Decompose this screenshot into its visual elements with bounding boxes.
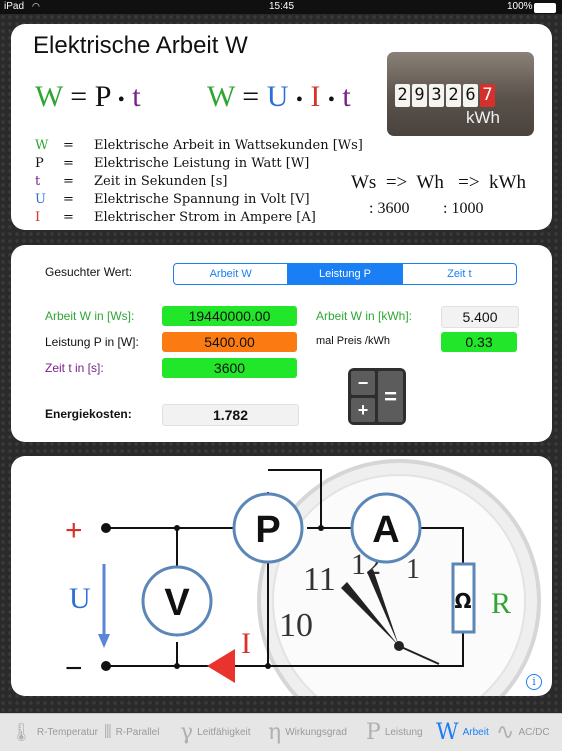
plus-icon: + xyxy=(351,398,375,422)
circuit-card: 10 11 12 1 P xyxy=(11,456,552,696)
work-ws-field[interactable]: 19440000.00 xyxy=(162,306,297,326)
work-kwh-value: 5.400 xyxy=(441,306,519,328)
voltage-label: U xyxy=(69,582,91,615)
svg-text:11: 11 xyxy=(303,561,336,598)
formula-w-pt: W = P • t xyxy=(35,80,141,113)
price-label: mal Preis /kWh xyxy=(316,335,390,347)
work-ws-label: Arbeit W in [Ws]: xyxy=(45,309,135,323)
energy-meter-photo: 2 9 3 2 6 7 kWh xyxy=(387,52,534,136)
plus-terminal: + xyxy=(65,514,83,547)
battery-icon xyxy=(534,3,556,13)
clock-illustration: 10 11 12 1 xyxy=(257,459,541,696)
svg-text:P: P xyxy=(255,509,280,551)
page-title: Elektrische Arbeit W xyxy=(33,32,248,59)
equals-icon: = xyxy=(378,371,403,422)
formula-w-uit: W = U • I • t xyxy=(207,80,351,113)
gamma-icon: γ xyxy=(180,720,194,745)
conversion-divisor-3600: : 3600 xyxy=(369,200,410,217)
search-value-label: Gesuchter Wert: xyxy=(45,265,133,279)
current-label: I xyxy=(241,627,251,660)
power-icon: P xyxy=(366,720,381,745)
current-arrow xyxy=(207,649,235,683)
clock-time: 15:45 xyxy=(269,1,295,12)
device-name: iPad xyxy=(4,1,25,12)
circuit-diagram: 10 11 12 1 P xyxy=(65,459,541,696)
work-icon: W xyxy=(436,720,459,745)
tab-r-parallel[interactable]: ⫴ R-Parallel xyxy=(104,722,160,743)
tab-arbeit[interactable]: W Arbeit xyxy=(436,720,489,745)
thermometer-icon: 🌡 xyxy=(10,722,33,743)
info-icon[interactable]: i xyxy=(526,674,542,690)
conversion-divisor-1000: : 1000 xyxy=(443,200,484,217)
tab-ac-dc[interactable]: ∿ AC/DC xyxy=(496,720,550,745)
ammeter-symbol: A xyxy=(350,492,422,564)
formula-card: Elektrische Arbeit W W = P • t W = U • I… xyxy=(11,24,552,230)
segment-zeit[interactable]: Zeit t xyxy=(401,264,516,284)
wifi-icon: ◠ xyxy=(32,1,40,11)
tab-bar: 🌡 R-Temperatur ⫴ R-Parallel γ Leitfähigk… xyxy=(0,713,562,751)
search-value-segmented-control[interactable]: Arbeit W Leistung P Zeit t xyxy=(173,263,517,285)
tab-leitfaehigkeit[interactable]: γ Leitfähigkeit xyxy=(180,720,251,745)
resistance-label: R xyxy=(491,587,511,620)
tab-leistung[interactable]: P Leistung xyxy=(366,720,423,745)
battery-percent: 100% xyxy=(507,1,533,12)
svg-text:A: A xyxy=(372,509,399,551)
eta-icon: η xyxy=(268,720,282,745)
svg-text:Ω: Ω xyxy=(454,589,471,613)
price-field[interactable]: 0.33 xyxy=(441,332,517,352)
status-bar: iPad ◠ 15:45 100% xyxy=(0,0,562,14)
calculator-card: Gesuchter Wert: Arbeit W Leistung P Zeit… xyxy=(11,245,552,442)
svg-text:1: 1 xyxy=(406,554,420,585)
voltmeter-symbol: V xyxy=(141,565,213,637)
power-meter-symbol: P xyxy=(232,492,304,564)
svg-text:V: V xyxy=(164,582,190,624)
parallel-resistor-icon: ⫴ xyxy=(104,722,112,743)
minus-terminal: − xyxy=(65,652,83,685)
segment-arbeit[interactable]: Arbeit W xyxy=(209,268,252,280)
minus-icon: − xyxy=(351,371,375,395)
energy-cost-value: 1.782 xyxy=(162,404,299,426)
time-label: Zeit t in [s]: xyxy=(45,361,104,375)
time-field[interactable]: 3600 xyxy=(162,358,297,378)
work-kwh-label: Arbeit W in [kWh]: xyxy=(316,309,413,323)
unit-conversion: Ws => Wh => kWh xyxy=(351,172,526,193)
svg-text:10: 10 xyxy=(279,607,313,644)
power-label: Leistung P in [W]: xyxy=(45,335,139,349)
sine-wave-icon: ∿ xyxy=(496,720,515,745)
calculator-button[interactable]: − + = xyxy=(348,368,406,425)
tab-r-temperatur[interactable]: 🌡 R-Temperatur xyxy=(10,722,98,743)
power-field[interactable]: 5400.00 xyxy=(162,332,297,352)
segment-leistung[interactable]: Leistung P xyxy=(287,264,402,284)
resistor-symbol: Ω xyxy=(451,562,476,634)
tab-wirkungsgrad[interactable]: η Wirkungsgrad xyxy=(268,720,347,745)
energy-cost-label: Energiekosten: xyxy=(45,407,132,421)
